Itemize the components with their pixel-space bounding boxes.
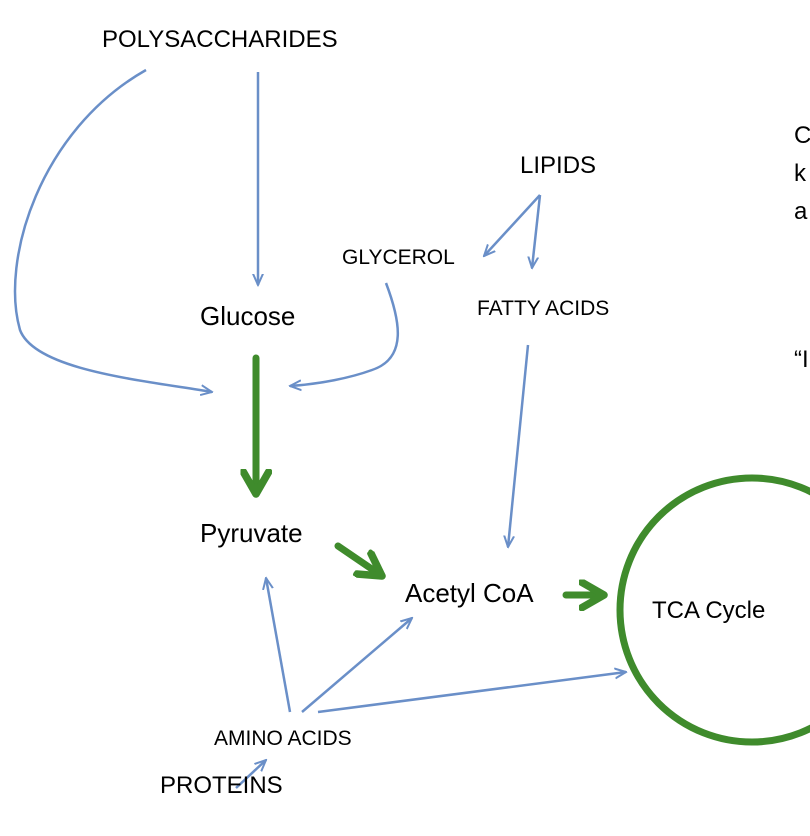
arrow-glycerol-to-pyruvate-curve — [290, 282, 400, 386]
arrow-proteins-to-amino-acids — [235, 760, 266, 789]
arrow-amino-acids-to-tca — [317, 672, 626, 714]
cropped-text-line-3: a — [794, 198, 808, 225]
arrow-amino-acids-to-acetyl-coa — [301, 618, 412, 713]
cropped-text-line-1: C — [794, 122, 810, 149]
arrow-amino-acids-to-pyruvate — [266, 578, 292, 713]
arrow-lipids-to-fatty-acids — [532, 194, 542, 268]
arrow-fatty-acids-to-acetyl-coa — [508, 344, 530, 547]
cropped-text-line-4: “I — [794, 346, 809, 373]
pyruvate-label: Pyruvate — [200, 518, 303, 548]
arrow-polysaccharides-to-pyruvate-curve — [13, 68, 212, 392]
arrow-lipids-to-glycerol — [484, 194, 541, 256]
lipids-label: LIPIDS — [520, 152, 597, 179]
acetyl-coa-label: Acetyl CoA — [405, 578, 534, 608]
tca-cycle-label: TCA Cycle — [652, 597, 766, 624]
proteins-label: PROTEINS — [160, 772, 283, 799]
amino-acids-label: AMINO ACIDS — [214, 727, 352, 750]
glycerol-label: GLYCEROL — [342, 246, 455, 269]
cropped-text-line-2: k — [794, 160, 806, 187]
arrow-pyruvate-to-acetyl-coa — [334, 542, 382, 576]
polysaccharides-label: POLYSACCHARIDES — [102, 26, 338, 53]
tca-cycle-circle — [616, 474, 810, 746]
fatty-acids-label: FATTY ACIDS — [477, 297, 610, 320]
glucose-label: Glucose — [200, 301, 296, 331]
